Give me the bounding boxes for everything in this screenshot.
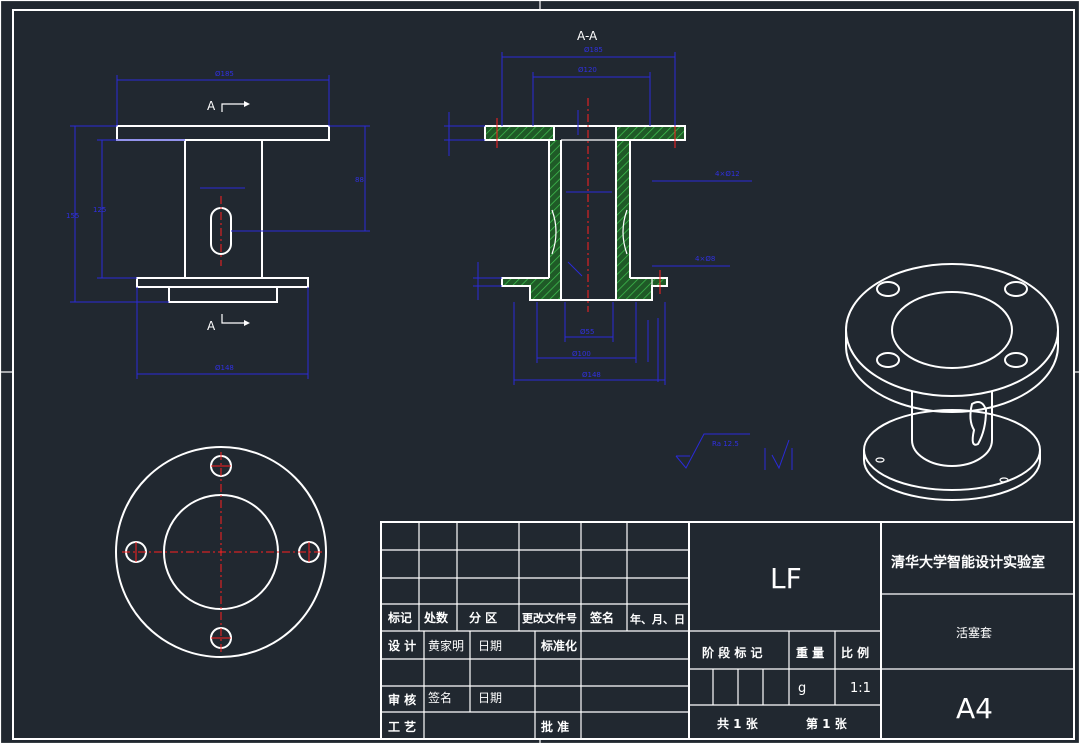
svg-text:4×Ø8: 4×Ø8 [695, 255, 715, 263]
drawing-code: LF [770, 562, 802, 595]
hdr-mark: 标记 [387, 610, 412, 625]
section-title: A-A [577, 29, 598, 43]
scale-label: 比 例 [841, 645, 869, 660]
paper-size: A4 [956, 692, 993, 725]
roughness-symbol: Ra 12.5 [675, 433, 793, 470]
svg-text:88: 88 [355, 176, 364, 184]
craft-label: 工 艺 [388, 719, 416, 734]
svg-text:Ø100: Ø100 [572, 350, 591, 358]
review-date: 日期 [478, 691, 502, 705]
designer-name: 黄家明 [428, 638, 464, 653]
svg-text:Ø120: Ø120 [578, 66, 597, 74]
hdr-signature: 签名 [589, 610, 614, 625]
sheets-total: 共 1 张 [717, 716, 759, 731]
organization-name: 清华大学智能设计实验室 [891, 554, 1045, 571]
review-label: 审 核 [388, 692, 416, 707]
hdr-date: 年、月、日 [630, 612, 685, 626]
svg-text:Ø185: Ø185 [584, 46, 603, 54]
hdr-count: 处数 [423, 610, 449, 625]
weight-value: g [798, 681, 806, 696]
sheet-number: 第 1 张 [806, 716, 848, 731]
top-view [115, 446, 327, 658]
svg-text:Ø148: Ø148 [582, 371, 601, 379]
stage-label: 阶 段 标 记 [702, 645, 763, 660]
scale-value: 1:1 [850, 681, 871, 696]
hdr-zone: 分 区 [469, 610, 497, 625]
svg-text:Ra 12.5: Ra 12.5 [712, 440, 739, 448]
svg-text:125: 125 [93, 206, 106, 214]
svg-text:Ø148: Ø148 [215, 364, 234, 372]
svg-text:4×Ø12: 4×Ø12 [715, 170, 740, 178]
svg-text:Ø55: Ø55 [580, 328, 594, 336]
title-block: 标记 处数 分 区 更改文件号 签名 年、月、日 设 计 黄家明 日期 标准化 … [380, 521, 1075, 740]
part-name: 活塞套 [956, 625, 992, 640]
design-date: 日期 [478, 639, 502, 653]
cut-label-top: A [207, 99, 216, 113]
standardization-label: 标准化 [540, 638, 577, 653]
cut-label-bottom: A [207, 319, 216, 333]
isometric-view [845, 263, 1059, 501]
design-label: 设 计 [388, 638, 416, 653]
approve-label: 批 准 [541, 719, 569, 734]
section-view: A-A [444, 29, 752, 385]
hdr-change-doc: 更改文件号 [522, 611, 577, 625]
weight-label: 重 量 [796, 645, 824, 660]
svg-text:155: 155 [66, 212, 79, 220]
svg-text:Ø185: Ø185 [215, 70, 234, 78]
front-view: Ø185 Ø148 155 125 88 A A [66, 70, 370, 379]
review-signature: 签名 [428, 690, 452, 705]
